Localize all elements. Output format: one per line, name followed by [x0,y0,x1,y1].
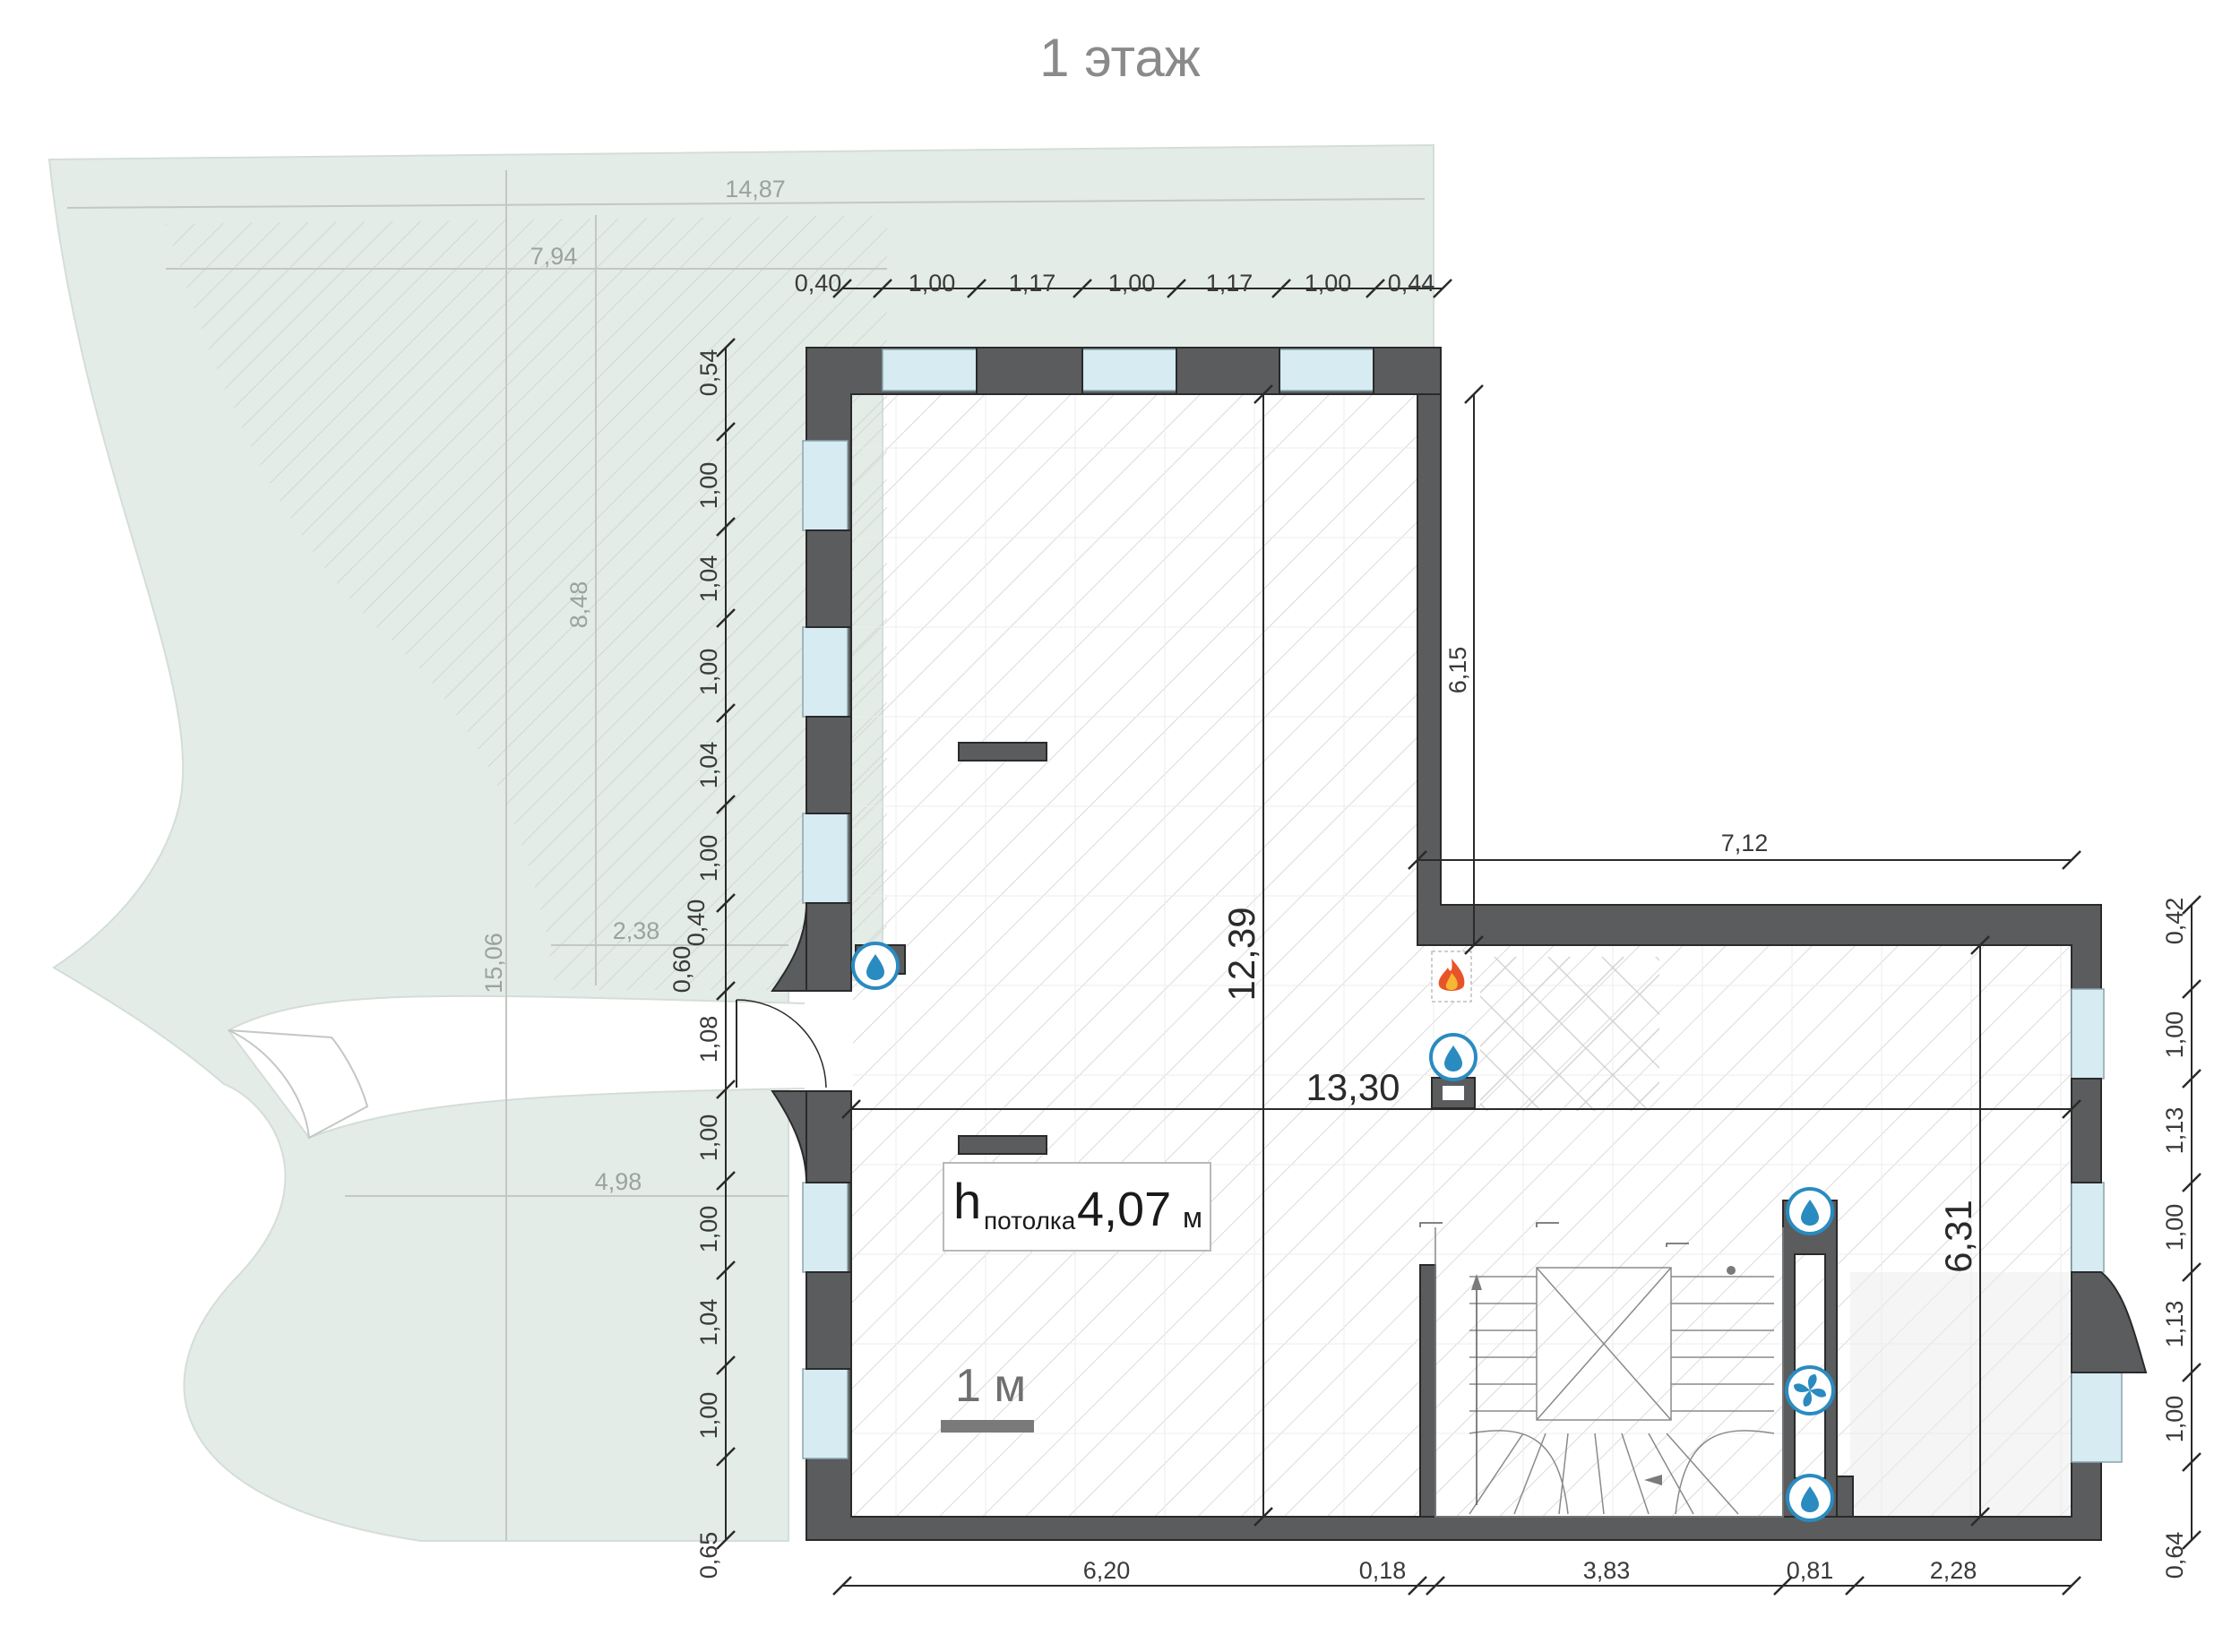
dim-left-8: 1,08 [695,1016,722,1063]
fire-icon [1431,951,1472,1002]
dim-left-1: 1,00 [695,462,722,510]
dim-right-2: 1,13 [2161,1107,2188,1155]
ceiling-unit: м [1183,1201,1202,1234]
windows-right [2071,988,2148,1463]
window [882,348,978,391]
dim-right-3: 1,00 [2161,1204,2188,1252]
window [1279,348,1374,391]
dim-top-2: 1,17 [1009,270,1056,297]
dim-overall-height: 12,39 [1220,907,1262,1001]
scale-bar [941,1420,1034,1433]
dim-left-6: 0,40 [683,899,710,947]
dim-left-10: 1,00 [695,1206,722,1253]
staircase [1419,1222,1784,1518]
dim-east-wing-height: 6,15 [1444,647,1471,694]
dims-bottom: 6,20 0,18 3,83 0,81 2,28 [1083,1557,1977,1584]
dim-left-9: 1,00 [695,1114,722,1162]
dim-bottom-4: 2,28 [1930,1557,1977,1584]
dim-right-block-height: 6,31 [1937,1200,1979,1273]
window [802,1182,849,1273]
windows-left [736,440,853,1459]
dim-top-4: 1,17 [1206,270,1254,297]
dim-top-6: 0,44 [1388,270,1435,297]
dim-top-1: 1,00 [909,270,956,297]
dim-terrace-lower: 4,98 [595,1168,642,1195]
dim-right-1: 1,00 [2161,1011,2188,1059]
floor-title: 1 этаж [1039,28,1201,88]
dim-top-3: 1,00 [1108,270,1156,297]
window [802,626,849,718]
dim-right-5: 1,00 [2161,1396,2188,1443]
window [1081,348,1177,391]
dim-terrace-small: 2,38 [613,917,660,944]
ventilation-fan-icon [1785,1365,1835,1415]
ceiling-prefix: h [953,1173,982,1229]
dim-bottom-3: 0,81 [1787,1557,1834,1584]
dim-right-6: 0,64 [2161,1532,2188,1579]
dims-top: 0,40 1,00 1,17 1,00 1,17 1,00 0,44 [795,270,1435,297]
dim-left-5: 1,00 [695,835,722,882]
dim-top-5: 1,00 [1305,270,1352,297]
dim-terrace-side: 15,06 [480,933,507,994]
ceiling-height-label: h потолка 4,07 м [943,1162,1211,1252]
dim-terrace-total: 14,87 [725,176,786,202]
window [802,813,849,904]
dim-left-7: 0,60 [668,946,695,994]
water-drop-icon [1786,1474,1834,1522]
dim-right-0: 0,42 [2161,898,2188,945]
window [2071,988,2105,1080]
dimension-lines [725,288,2193,1587]
window [2071,1182,2105,1273]
water-drop-icon [1786,1187,1834,1235]
scale-label: 1 м [955,1360,1027,1412]
dim-terrace-depth: 8,48 [565,581,592,629]
dim-left-2: 1,04 [695,555,722,603]
dim-terrace-inner: 7,94 [530,243,578,270]
ceiling-value: 4,07 [1077,1183,1172,1236]
dim-left-4: 1,04 [695,742,722,789]
dim-bottom-2: 3,83 [1583,1557,1631,1584]
window [802,440,849,531]
dim-top-0: 0,40 [795,270,842,297]
dim-left-11: 1,04 [695,1299,722,1347]
dim-left-3: 1,00 [695,649,722,696]
dim-left-13: 0,65 [695,1532,722,1579]
dimension-ticks [716,279,2201,1596]
water-drop-icon [1429,1033,1478,1081]
dim-right-4: 1,13 [2161,1301,2188,1348]
window [2071,1372,2123,1463]
water-drop-icon [851,942,900,990]
dim-left-12: 1,00 [695,1392,722,1440]
windows-top [882,347,1442,395]
dims-right: 0,42 1,00 1,13 1,00 1,13 1,00 0,64 [2161,898,2188,1579]
dim-overall-width: 13,30 [1305,1066,1400,1108]
dim-bottom-1: 0,18 [1359,1557,1407,1584]
ceiling-label: потолка [984,1207,1076,1235]
dim-east-wing-width: 7,12 [1721,830,1769,856]
terrace-dimensions: 14,87 7,94 8,48 15,06 2,38 4,98 [66,170,1426,1541]
dims-left: 0,54 1,00 1,04 1,00 1,04 1,00 0,40 0,60 … [668,349,722,1579]
dim-bottom-0: 6,20 [1083,1557,1131,1584]
terrace-area [47,143,1434,1542]
window [802,1368,849,1459]
